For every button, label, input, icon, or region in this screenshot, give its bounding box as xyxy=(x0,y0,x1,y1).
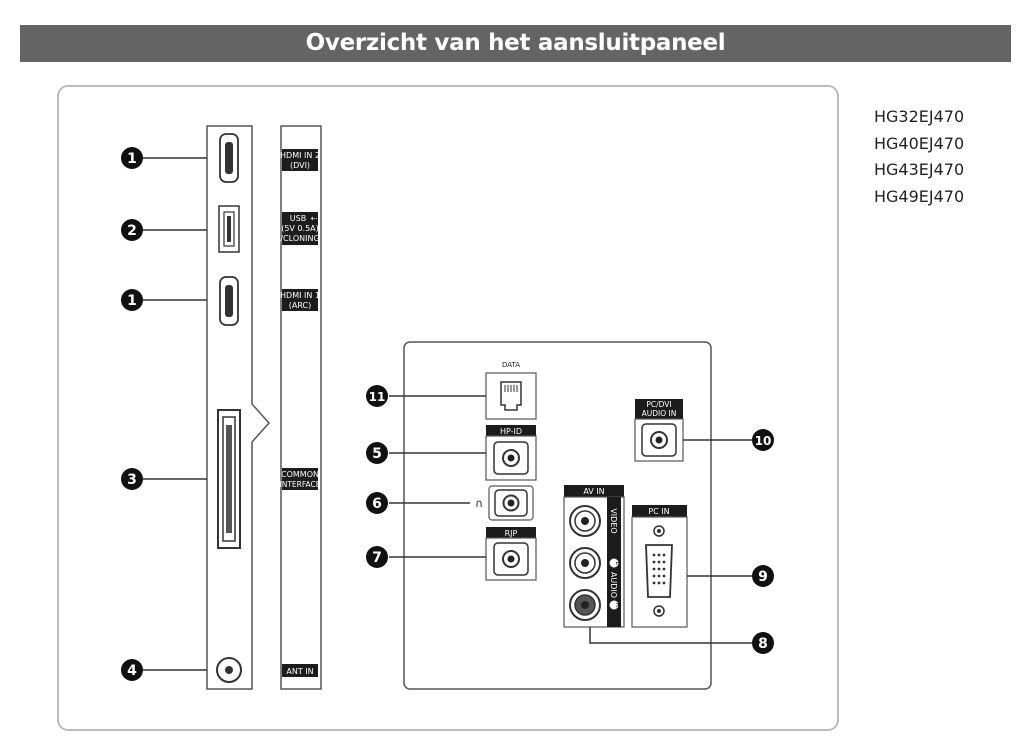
rjp-label: RJP xyxy=(505,529,518,538)
svg-text:7: 7 xyxy=(372,550,382,566)
audio-l-marker xyxy=(609,558,619,568)
pcdvi-sub-label: AUDIO IN xyxy=(642,409,677,418)
rjp-jack xyxy=(485,537,537,581)
usb-label: USB xyxy=(290,214,306,223)
hdmi1-sub-label: (ARC) xyxy=(289,301,311,310)
data-lan-port xyxy=(485,372,537,420)
audio-r-marker xyxy=(609,600,619,610)
side-callout-lines xyxy=(143,157,207,671)
callout-5: 5 xyxy=(366,442,388,464)
callout-1-top: 1 xyxy=(121,147,143,169)
pcin-label: PC IN xyxy=(648,507,669,516)
callout-3: 3 xyxy=(121,468,143,490)
callout-6: 6 xyxy=(366,492,388,514)
hdmi2-sub-label: (DVI) xyxy=(290,161,310,170)
svg-text:10: 10 xyxy=(755,434,772,448)
pc-in-vga-port xyxy=(631,516,688,628)
svg-text:6: 6 xyxy=(372,496,382,512)
model-name: HG40EJ470 xyxy=(874,133,965,153)
avin-label-tag xyxy=(564,485,624,497)
pc-dvi-audio-jack xyxy=(634,418,684,462)
ci-label: COMMON xyxy=(281,470,319,479)
svg-text:11: 11 xyxy=(369,390,386,404)
antenna-port xyxy=(216,657,242,683)
callout-1-bottom: 1 xyxy=(121,289,143,311)
callout-4: 4 xyxy=(121,659,143,681)
svg-text:8: 8 xyxy=(758,636,768,652)
usb-symbol-icon: ⇠ xyxy=(311,214,318,223)
usb-power-label: (5V 0.5A) xyxy=(281,224,319,233)
usb-cloning-label: /CLONING xyxy=(280,234,319,243)
model-name: HG32EJ470 xyxy=(874,107,965,126)
ci-sub-label: INTERFACE xyxy=(280,480,321,489)
hpid-jack xyxy=(485,435,537,481)
video-rca-jack xyxy=(569,505,601,537)
svg-text:9: 9 xyxy=(758,569,768,585)
audio-r-label: R xyxy=(614,603,621,607)
side-label-strip xyxy=(280,125,322,690)
hdmi2-label: HDMI IN 2 xyxy=(280,151,320,160)
pcdvi-label-tag xyxy=(635,399,683,419)
pcdvi-label: PC/DVI xyxy=(646,400,671,409)
page-title: Overzicht van het aansluitpaneel xyxy=(305,30,726,56)
data-label: DATA xyxy=(502,361,520,369)
audio-l-label: L xyxy=(614,561,621,565)
headphone-icon: ∩ xyxy=(475,497,483,510)
hdmi1-label-tag xyxy=(282,289,318,311)
hdmi1-label: HDMI IN 1 xyxy=(280,291,320,300)
audio-r-rca-jack xyxy=(569,589,601,621)
ci-label-tag xyxy=(282,468,318,490)
callout-8: 8 xyxy=(752,632,774,654)
svg-text:5: 5 xyxy=(372,446,382,462)
model-name: HG49EJ470 xyxy=(874,186,965,206)
audio-l-rca-jack xyxy=(569,547,601,579)
svg-text:2: 2 xyxy=(127,223,137,239)
audio-label: AUDIO xyxy=(609,572,618,598)
hpid-label: HP-ID xyxy=(500,427,522,436)
ant-label: ANT IN xyxy=(286,667,313,676)
svg-text:4: 4 xyxy=(127,663,137,679)
callout-9: 9 xyxy=(752,565,774,587)
rjp-label-tag xyxy=(486,527,536,538)
callout-10: 10 xyxy=(752,429,774,451)
header-bar: Overzicht van het aansluitpaneel xyxy=(20,25,1011,62)
diagram-frame xyxy=(57,85,839,731)
model-list: HG32EJ470 HG40EJ470 HG43EJ470 HG49EJ470 xyxy=(874,104,964,210)
model-name: HG43EJ470 xyxy=(874,160,965,179)
pcin-label-tag xyxy=(632,505,687,517)
callout-7: 7 xyxy=(366,546,388,568)
common-interface-slot xyxy=(217,409,241,549)
usb-label-tag xyxy=(282,212,318,245)
rear-callout-lines xyxy=(389,395,752,644)
ant-label-tag xyxy=(282,664,318,677)
hpid-label-tag xyxy=(486,425,536,436)
headphone-jack xyxy=(488,485,534,521)
hdmi-in-1-port xyxy=(219,276,239,326)
avin-label: AV IN xyxy=(583,487,604,496)
callout-2: 2 xyxy=(121,219,143,241)
usb-port xyxy=(218,205,240,253)
callout-11: 11 xyxy=(366,385,388,407)
svg-text:1: 1 xyxy=(127,151,137,167)
hdmi-in-2-port xyxy=(219,133,239,183)
svg-text:1: 1 xyxy=(127,293,137,309)
hdmi2-label-tag xyxy=(282,149,318,171)
video-label: VIDEO xyxy=(609,508,618,533)
svg-text:3: 3 xyxy=(127,472,137,488)
